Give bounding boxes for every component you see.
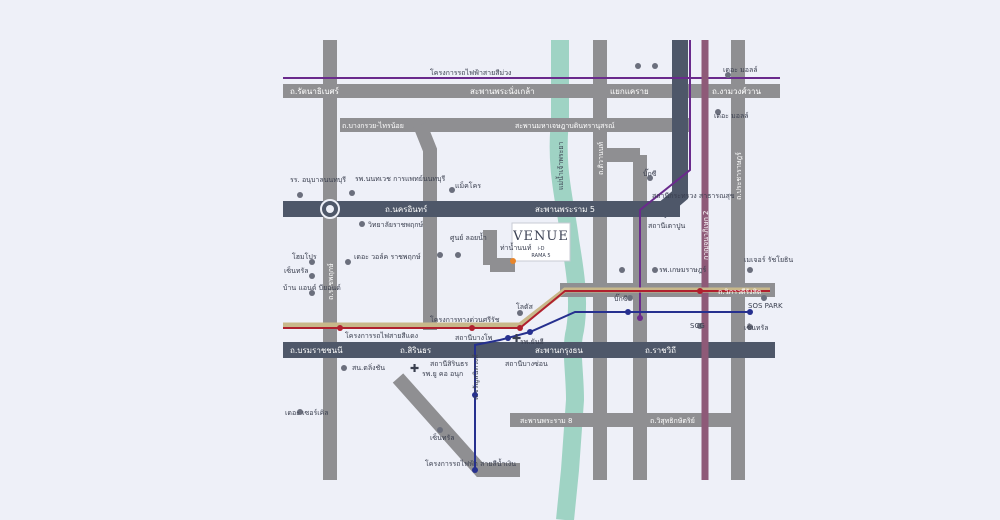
label-p-univ: วิทยาลัยราชพฤกษ์: [368, 221, 424, 229]
label-p-central2: เซ็นทรัล: [744, 323, 769, 332]
label-p-hospital: รพ.นนทเวช การแพทย์นนทบุรี: [355, 175, 445, 183]
label-river: แม่น้ำเจ้าพระยา: [554, 141, 565, 190]
label-p-lotus2: เดอะ เซอร์เคิล: [285, 409, 329, 417]
hospital-icon: ✚: [410, 362, 419, 375]
label-r-nakhon-in: ถ.นครอินทร์: [385, 204, 428, 214]
label-bridge-maha: สะพานมหาเจษฎาบดินทรานุสรณ์: [515, 122, 615, 130]
venue-marker[interactable]: VENUE i-D RAMA 5: [510, 222, 571, 264]
label-p-scg: SCG: [690, 322, 705, 330]
transit-lines: [283, 40, 780, 480]
label-yellow-line: โครงการรถไฟสายสีแดง: [345, 331, 418, 340]
label-r-ngamwongwan: ถ.งามวงศ์วาน: [712, 86, 762, 96]
label-bridge-rama5: สะพานพระราม 5: [535, 205, 595, 214]
label-p-home: โฮมโปร: [292, 252, 317, 261]
label-r-ratchaphruek: ถ.ราชพฤกษ์: [327, 263, 335, 300]
label-p-sirinthorn-h: รพ.ยันฮี: [520, 338, 544, 346]
label-p-school2: สน.ตลิ่งชัน: [352, 363, 385, 372]
label-st-tao-poon: สถานีเตาปูน: [648, 222, 686, 230]
label-bridge-rama8: สะพานพระราม 8: [520, 417, 572, 425]
hospital-icons: ✚ ✚: [410, 332, 521, 375]
blue-line: [474, 311, 750, 470]
label-p-bigc2: บิ๊กซี: [614, 293, 628, 303]
label-p-mall-big: บิ๊กซี: [643, 168, 657, 178]
label-st-ministry: สถานีกระทรวง สาธารณสุข: [652, 192, 735, 200]
venue-sub: RAMA 5: [531, 253, 550, 259]
hospital-icon: ✚: [512, 332, 521, 345]
label-p-the-mall: เดอะ มอลล์: [714, 112, 749, 120]
label-p-ta-poon: ท่าน้ำนนท์: [500, 241, 532, 252]
label-p-baan: บ้าน แอนด์ บียอนด์: [283, 284, 341, 292]
station-dots: [320, 199, 753, 473]
label-r-kanchana: กาญจนาภิเษก 2: [702, 211, 710, 261]
road-bang-kruai: [413, 122, 437, 330]
label-r-charan: ถ.จรัญสนิทวงศ์: [472, 354, 480, 400]
label-purple-line: โครงการรถไฟฟ้าสายสีม่วง: [430, 68, 511, 77]
label-p-right-far: เดอะ มอลล์: [723, 66, 758, 74]
label-p-rp-hosp: รพ.เกษมราษฎร์: [659, 266, 706, 274]
venue-title: VENUE: [512, 229, 569, 244]
label-r-wisut: ถ.วิสุทธิกษัตริย์: [650, 417, 695, 425]
road-charan: [392, 373, 520, 477]
label-p-tesco: แม็คโคร: [455, 181, 481, 190]
label-p-school: รร. อนุบาลนนทบุรี: [290, 176, 346, 184]
label-p-health: เดอะ วอล์ค ราชพฤกษ์: [354, 253, 421, 261]
label-st-bang-son: สถานีบางซ่อน: [505, 360, 548, 368]
label-bridge-phra-nang-klao: สะพานพระนั่งเกล้า: [470, 85, 535, 96]
label-p-mayor: เมเจอร์ รัชโยธิน: [744, 255, 793, 264]
road-expressway: [654, 40, 688, 219]
label-r-ratchaburi: ถ.รัตนาธิเบศร์: [290, 86, 340, 96]
label-p-central: เซ็นทรัล: [284, 266, 309, 275]
label-r-wiphawadi: ถ.ประชาราษฎร์: [735, 152, 743, 200]
label-khae-rai: แยกแคราย: [610, 87, 649, 96]
label-r-bang-kruai-sai-noi: ถ.บางกรวย-ไทรน้อย: [342, 121, 404, 130]
label-p-sos: SOS PARK: [748, 302, 783, 310]
chao-phraya-river: [549, 40, 587, 520]
label-st-bang-pho: สถานีบางโพ: [455, 333, 493, 342]
label-blue-line: โครงการรถไฟฟ้า สายสีน้ำเงิน: [425, 457, 516, 468]
label-r-ratchawithi-upper: ถ.วิภาวดีรังสิต: [718, 288, 762, 296]
purple-line-branch: [639, 40, 691, 318]
label-p-lotus: โลตัส: [516, 302, 534, 311]
label-p-central3: เซ็นทรัล: [430, 433, 455, 442]
poi-dots: [297, 63, 767, 433]
venue-pin-icon: [510, 258, 516, 264]
label-project-sub-line: โครงการทางด่วนศรีรัช: [430, 315, 500, 324]
label-r-tiwanon: ถ.ติวานนท์: [597, 142, 605, 175]
venue-logo: i-D: [537, 246, 544, 252]
label-bridge-krung-thon: สะพานกรุงธน: [535, 346, 583, 355]
dark-roads: [283, 40, 775, 358]
label-r-borommaratchachonnani: ถ.บรมราชชนนี: [290, 346, 343, 355]
label-r-sirinthorn: ถ.สิรินธร: [400, 346, 432, 355]
label-st-sirindhorn: สถานีสิรินธร: [430, 360, 468, 368]
label-r-ratchawithi: ถ.ราชวิถี: [645, 346, 676, 355]
label-p-mall1: ศูนย์ ลอยน้ำ: [450, 231, 487, 242]
label-p-siri-school: รพ.ยู คอ อนุก: [422, 370, 463, 378]
red-line: [283, 290, 770, 329]
